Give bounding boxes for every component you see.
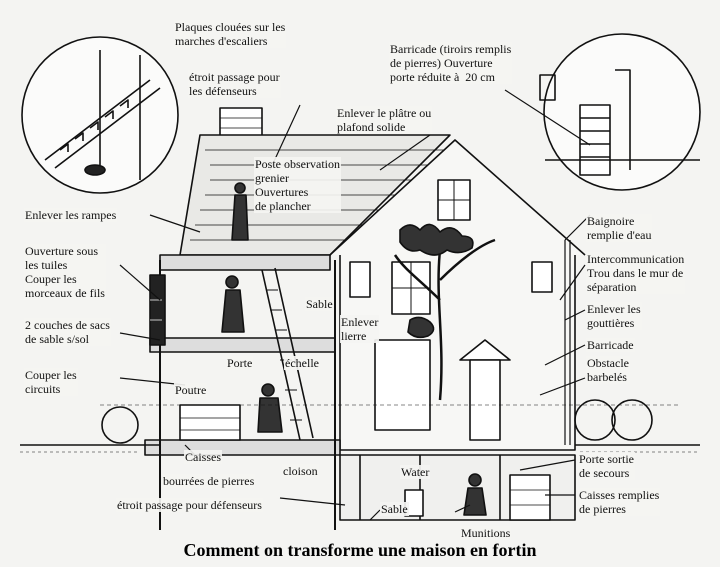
defenders <box>221 182 487 516</box>
label-cloison: cloison <box>282 464 319 478</box>
label-caisses: Caisses <box>184 450 222 464</box>
label-echelle: échelle <box>284 356 320 370</box>
label-obstacle-barbeles: Obstacle barbelés <box>586 356 630 384</box>
label-poutre: Poutre <box>174 383 208 397</box>
staircase-detail-circle <box>21 36 179 194</box>
label-enlever-lierre: Enlever lierre <box>340 315 380 343</box>
label-enlever-rampes: Enlever les rampes <box>24 208 118 222</box>
label-poste-observation: Poste observation grenier Ouvertures de … <box>254 157 341 213</box>
label-barricade-top: Barricade (tiroirs remplis de pierres) O… <box>389 42 513 84</box>
label-sacs-de-sable: 2 couches de sacs de sable s/sol <box>24 318 111 346</box>
label-ouverture-tuiles: Ouverture sous les tuiles Couper les mor… <box>24 244 106 300</box>
tree <box>393 223 496 401</box>
label-sable-bottom: Sable <box>380 502 409 516</box>
label-water: Water <box>400 465 431 479</box>
label-plaques: Plaques clouées sur les marches d'escali… <box>174 20 287 48</box>
label-couper-circuits: Couper les circuits <box>24 368 78 396</box>
barbed-wire <box>100 399 680 444</box>
label-caisses-remplies: Caisses remplies de pierres <box>578 488 661 516</box>
label-munitions: Munitions <box>460 526 512 540</box>
label-sable-mid: Sable <box>305 297 334 311</box>
label-intercommunication: Intercommunication Trou dans le mur de s… <box>586 252 686 294</box>
label-baignoire: Baignoire remplie d'eau <box>586 214 653 242</box>
diagram-caption: Comment on transforme une maison en fort… <box>183 540 537 560</box>
barricade-detail-circle <box>539 33 701 191</box>
label-barricade-right: Barricade <box>586 338 635 352</box>
label-etroit-passage-top: étroit passage pour les défenseurs <box>188 70 281 98</box>
label-porte: Porte <box>226 356 254 370</box>
label-enlever-gouttieres: Enlever les gouttières <box>586 302 642 330</box>
label-bourrees-de-pierres: bourrées de pierres <box>162 474 256 488</box>
label-porte-sortie: Porte sortie de secours <box>578 452 635 480</box>
label-enlever-platre: Enlever le plâtre ou plafond solide <box>336 106 433 134</box>
label-etroit-passage-bottom: étroit passage pour défenseurs <box>116 498 263 512</box>
